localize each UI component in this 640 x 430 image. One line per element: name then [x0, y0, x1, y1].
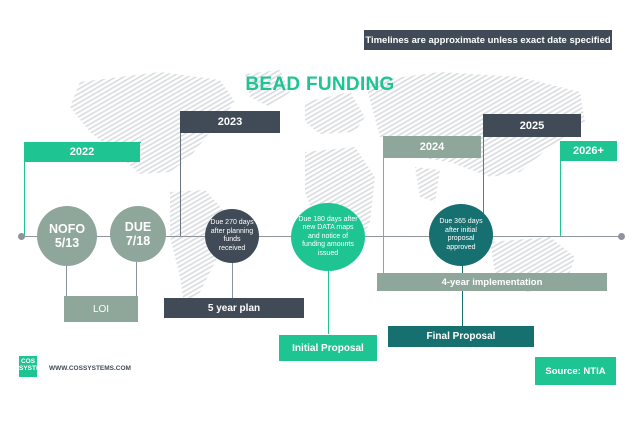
year-bracket-2023 — [180, 111, 281, 236]
disclaimer-banner: Timelines are approximate unless exact d… — [364, 30, 612, 50]
year-label-2025: 2025 — [483, 114, 581, 137]
milestone-nofo: NOFO 5/13 — [37, 206, 97, 266]
label-initial-proposal: Initial Proposal — [279, 335, 377, 361]
label-loi: LOI — [64, 296, 138, 322]
year-bracket-2024 — [383, 136, 384, 274]
milestone-final-due: Due 365 days after initial proposal appr… — [429, 204, 493, 266]
year-label-2026: 2026+ — [560, 141, 617, 161]
label-implementation: 4-year implementation — [377, 273, 607, 291]
year-label-2023: 2023 — [180, 111, 280, 133]
milestone-planning-due: Due 270 days after planning funds receiv… — [205, 209, 259, 263]
year-label-2024: 2024 — [383, 136, 481, 158]
year-bracket-2025 — [483, 114, 484, 236]
milestone-due: DUE 7/18 — [110, 206, 166, 262]
page-title: BEAD FUNDING — [245, 74, 395, 95]
website-url: WWW.COSSYSTEMS.COM — [49, 365, 131, 372]
connector-loi — [66, 262, 67, 296]
connector-initial — [328, 268, 329, 334]
source-label: Source: NTIA — [535, 357, 616, 385]
timeline-end-dot — [618, 233, 625, 240]
milestone-initial-due: Due 180 days after new DATA maps and not… — [291, 203, 365, 271]
year-bracket-2026 — [560, 141, 561, 236]
year-label-2022: 2022 — [24, 142, 140, 162]
label-five-year-plan: 5 year plan — [164, 298, 304, 318]
connector-five-year — [232, 258, 233, 300]
timeline-start-dot — [18, 233, 25, 240]
label-final-proposal: Final Proposal — [388, 326, 534, 347]
cos-systems-logo: COS SYSTEMS — [19, 356, 50, 377]
connector-loi-2 — [136, 262, 137, 296]
connector-final — [462, 262, 463, 326]
